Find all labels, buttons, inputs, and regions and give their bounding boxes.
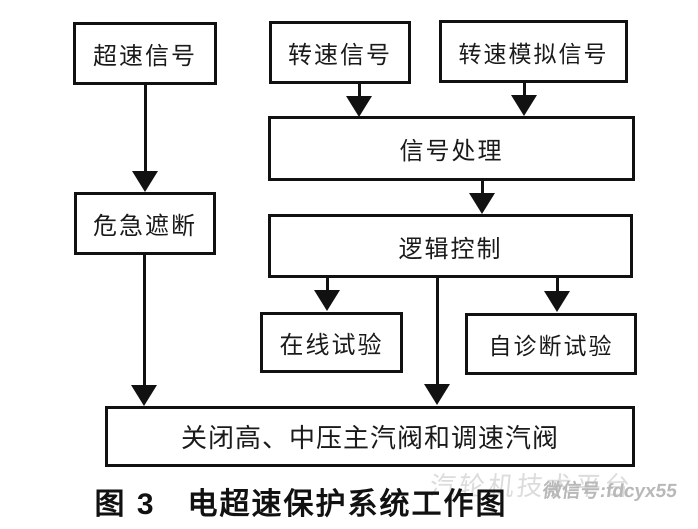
arrow-overspeed-to-emergency-line — [144, 85, 147, 172]
node-overspeed-signal-label: 超速信号 — [93, 44, 197, 70]
arrow-emergency-to-close-head-icon — [131, 385, 157, 406]
node-online-test-label: 在线试验 — [279, 333, 384, 359]
arrow-speed-to-processing-head-icon — [346, 96, 372, 117]
arrow-logic-to-close-head-icon — [424, 384, 450, 405]
node-self-diagnosis-test: 自诊断试验 — [465, 313, 637, 375]
arrow-analog-to-processing-head-icon — [511, 95, 537, 116]
node-emergency-trip: 危急遮断 — [74, 192, 216, 255]
figure-caption: 图 3 电超速保护系统工作图 — [0, 479, 698, 523]
node-self-diagnosis-test-label: 自诊断试验 — [488, 334, 614, 359]
node-close-valves: 关闭高、中压主汽阀和调速汽阀 — [105, 406, 635, 467]
node-signal-processing: 信号处理 — [268, 116, 635, 181]
wechat-watermark: 微信号:fdcyx55 — [541, 481, 679, 502]
node-signal-processing-label: 信号处理 — [399, 139, 504, 165]
figure-caption-text: 图 3 电超速保护系统工作图 — [94, 488, 508, 521]
node-speed-signal-label: 转速信号 — [288, 43, 392, 69]
node-emergency-trip-label: 危急遮断 — [93, 214, 197, 240]
arrow-logic-to-close-line — [436, 278, 439, 385]
node-speed-analog-signal: 转速模拟信号 — [439, 20, 628, 83]
node-overspeed-signal: 超速信号 — [73, 22, 217, 85]
node-logic-control-label: 逻辑控制 — [398, 236, 503, 263]
node-speed-signal: 转速信号 — [269, 21, 411, 84]
arrow-overspeed-to-emergency-head-icon — [132, 171, 158, 192]
arrow-analog-to-processing-line — [523, 83, 526, 96]
node-close-valves-label: 关闭高、中压主汽阀和调速汽阀 — [180, 424, 559, 453]
arrow-speed-to-processing-line — [358, 84, 361, 97]
arrow-processing-to-logic-line — [481, 181, 484, 194]
arrow-emergency-to-close-line — [143, 255, 146, 386]
node-logic-control: 逻辑控制 — [268, 214, 633, 278]
arrow-logic-to-online-line — [326, 278, 329, 291]
arrow-processing-to-logic-head-icon — [469, 193, 495, 214]
node-online-test: 在线试验 — [260, 312, 403, 373]
arrow-logic-to-selfdiag-head-icon — [544, 291, 570, 312]
arrow-logic-to-online-head-icon — [314, 290, 340, 311]
arrow-logic-to-selfdiag-line — [556, 278, 559, 291]
node-speed-analog-signal-label: 转速模拟信号 — [458, 41, 609, 67]
